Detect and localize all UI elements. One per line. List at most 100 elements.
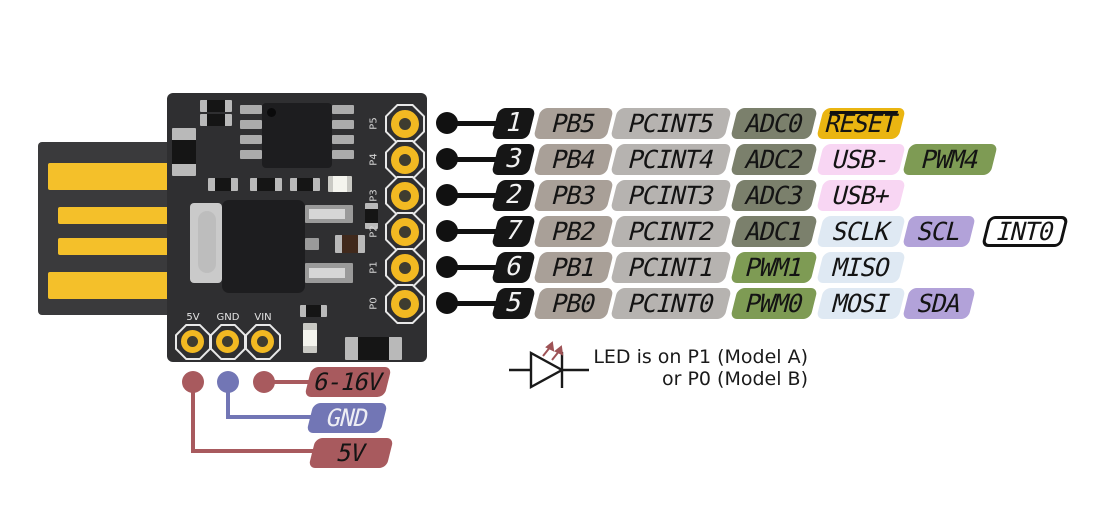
pin-function-badge: PCINT1 [610,252,732,283]
ic-lead [332,135,354,144]
ic-tab-inner [309,209,345,219]
pin-function-badge: PB4 [533,144,614,175]
smd-resistor [290,178,320,191]
pin-hole-p2 [385,212,425,252]
gnd-wire-vertical [226,388,230,419]
pin-function-badge: INT0 [981,216,1069,247]
pin-row-3: 3 PB4 PCINT4 ADC2 USB- PWM4 [0,144,1112,175]
pin-label-vin: VIN [254,312,272,323]
pin-hole-p3 [385,176,425,216]
pin-hole-p1 [385,248,425,288]
pin-number-badge: 1 [491,108,536,139]
pin-label-gnd: GND [216,312,240,323]
power-badge-vin: 6-16V [304,367,392,397]
pin-row-1: 1 PB5 PCINT5 ADC0 RESET [0,108,1112,139]
pin-label-p2: P2 [368,225,380,238]
pin-row-7: 7 PB2 PCINT2 ADC1 SCLK SCL INT0 [0,216,1112,247]
pin-function-badge: PB1 [533,252,614,283]
pin-row-5: 5 PB0 PCINT0 PWM0 MOSI SDA [0,288,1112,319]
ic-lead [332,150,354,159]
smd-capacitor [345,337,402,360]
smd-resistor [200,114,232,126]
usb-contact-finger [48,272,172,299]
pin-function-badge: PCINT5 [610,108,732,139]
pin-function-badge: PCINT0 [610,288,732,319]
pin-hole-gnd [210,324,246,360]
pin-hole-p5 [385,104,425,144]
pin-function-badge: PWM1 [730,252,818,283]
pin-dot [436,184,458,206]
pin-hole-5v [175,324,211,360]
ic-tab-inner [309,268,345,278]
pin-function-badge: PB2 [533,216,614,247]
pin-dot [436,256,458,278]
pin-wire [452,301,502,306]
pin-row-6: 6 PB1 PCINT1 PWM1 MISO [0,252,1112,283]
pin-dot [436,220,458,242]
pin-number-badge: 3 [491,144,536,175]
pin-function-badge: SDA [902,288,976,319]
smd-capacitor [172,128,196,176]
5v-wire-horizontal [191,449,320,453]
ic-lead [332,105,354,114]
power-dot-gnd [217,371,239,393]
power-dot-5v [182,371,204,393]
pin-wire [452,265,502,270]
pin-dot [436,148,458,170]
led-note-line2: or P0 (Model B) [661,367,808,390]
pin1-dot [267,108,276,117]
pin-label-p1: P1 [368,261,380,274]
pin-function-badge: ADC3 [730,180,818,211]
pin-hole-p4 [385,140,425,180]
pin-hole-vin [245,324,281,360]
main-ic-chip [222,200,305,293]
smd-resistor [208,178,238,191]
power-badge-gnd: GND [306,403,388,433]
diode-body [198,211,216,273]
ic-tab [305,205,353,223]
pin-number-badge: 6 [491,252,536,283]
usb-connector [38,142,172,315]
power-dot-vin [253,371,275,393]
pcb-board: P5 P4 P3 P2 P1 P0 5V GND VIN [167,93,427,362]
pin-function-badge: PCINT2 [610,216,732,247]
smd-led [303,323,317,353]
pin-wire [452,121,502,126]
pin-function-badge: PCINT3 [610,180,732,211]
pin-function-badge: ADC0 [730,108,818,139]
smd-led [328,176,352,192]
pin-function-badge: MOSI [816,288,906,319]
smd-diode [190,203,222,283]
pin-function-badge: MISO [816,252,906,283]
led-note-line1: LED is on P1 (Model A) [593,346,808,368]
ic-lead [240,120,262,129]
ic-tab [305,238,319,250]
pin-row-2: 2 PB3 PCINT3 ADC3 USB+ [0,180,1112,211]
pin-dot [436,112,458,134]
ic-tab [305,263,353,283]
pin-dot [436,292,458,314]
small-ic-chip [262,103,332,168]
pin-label-p4: P4 [368,153,380,166]
pin-function-badge: PWM4 [902,144,998,175]
usb-contact-finger [58,238,172,255]
ic-lead [240,150,262,159]
pin-function-badge: PB5 [533,108,614,139]
smd-resistor [365,203,378,229]
usb-contact-finger [58,207,172,224]
pin-wire [452,157,502,162]
usb-contact-finger [48,163,172,190]
led-note: LED is on P1 (Model A) or P0 (Model B) [572,346,808,390]
power-badge-5v: 5V [308,438,394,468]
pin-function-badge: PB0 [533,288,614,319]
smd-resistor [300,305,327,317]
smd-capacitor [335,235,365,253]
pin-wire [452,229,502,234]
pin-number-badge: 5 [491,288,536,319]
pin-function-badge: USB- [816,144,906,175]
pin-label-p3: P3 [368,189,380,202]
pin-function-badge: PB3 [533,180,614,211]
pin-label-5v: 5V [186,312,200,323]
pin-function-badge: USB+ [816,180,906,211]
pin-label-p5: P5 [368,117,380,130]
